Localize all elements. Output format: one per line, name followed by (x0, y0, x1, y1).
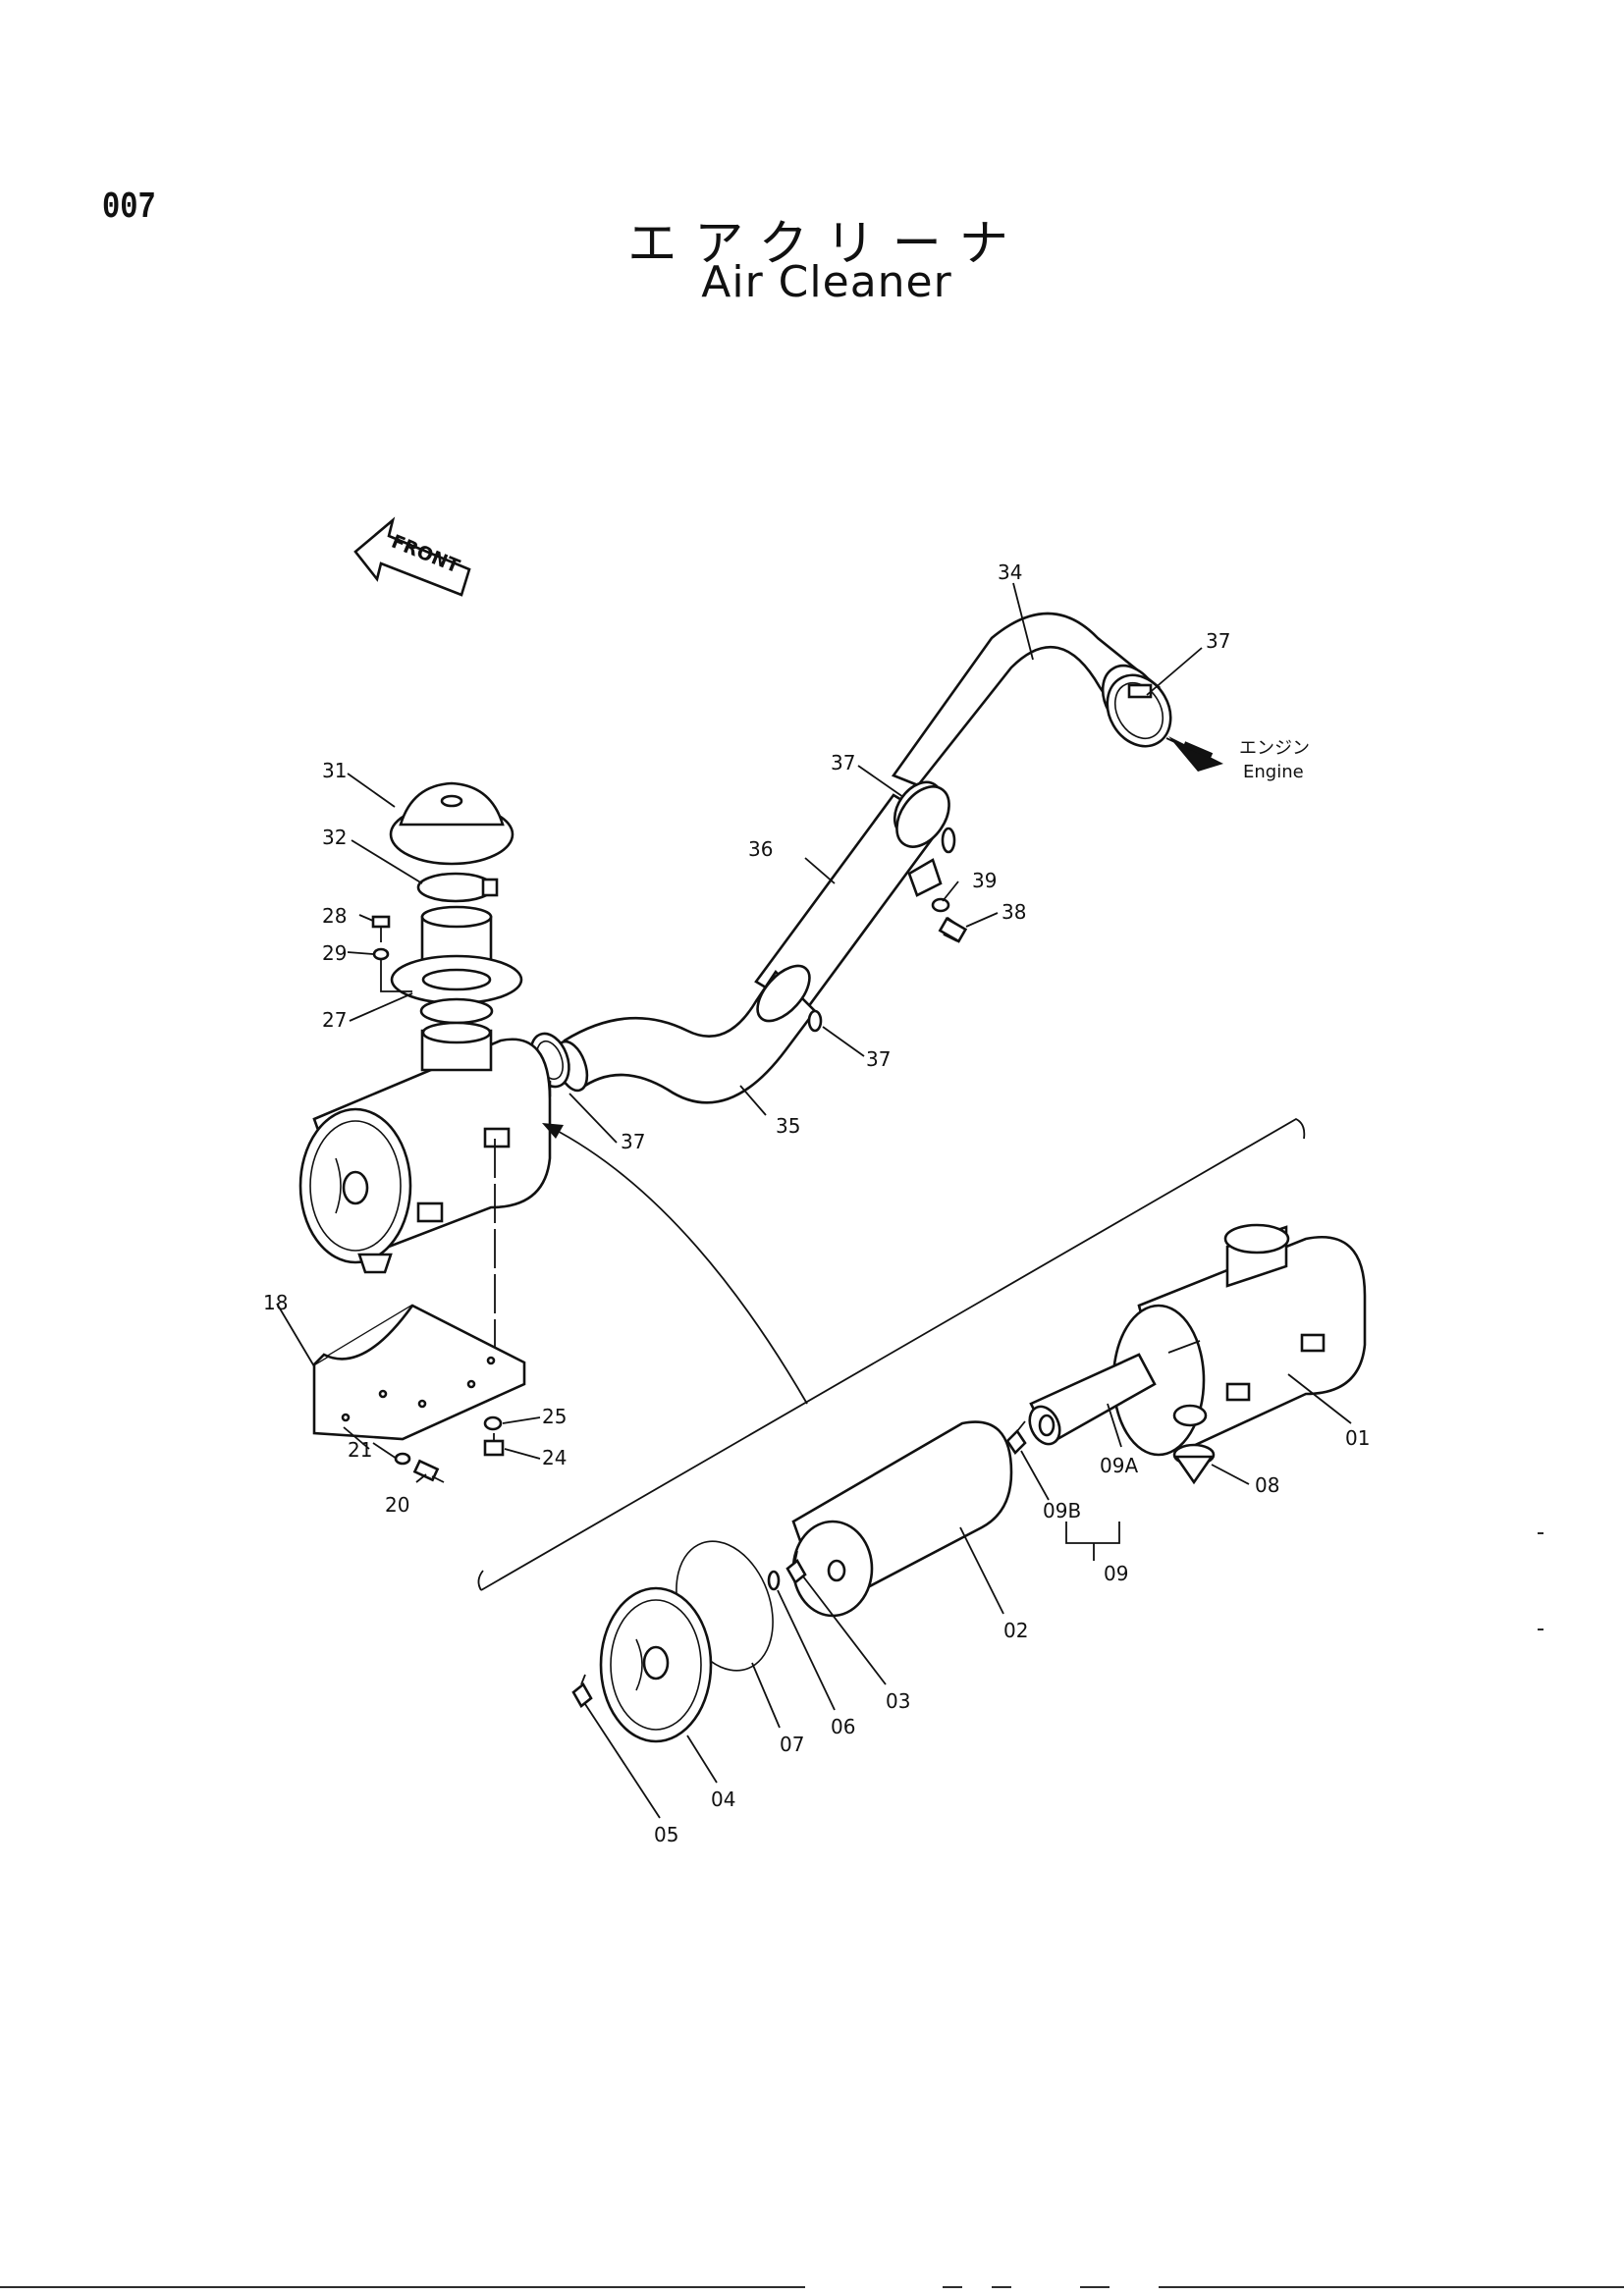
callout-03: 03 (886, 1689, 910, 1713)
washer-39 (931, 897, 950, 913)
washer-21 (394, 1452, 411, 1466)
clamp-37-middle (756, 964, 823, 1033)
callout-21: 21 (348, 1438, 372, 1462)
callout-06: 06 (831, 1715, 855, 1738)
callout-34: 34 (998, 561, 1022, 584)
callout-38: 38 (1001, 900, 1026, 924)
engine-label-english: Engine (1243, 762, 1304, 782)
clamp-37-upper (895, 785, 956, 854)
air-cleaner-assembled (298, 1021, 552, 1274)
callout-09A: 09A (1100, 1454, 1138, 1477)
bolt-38 (938, 916, 968, 943)
callout-37-middle: 37 (866, 1047, 891, 1071)
callout-05: 05 (654, 1823, 678, 1846)
callout-20: 20 (385, 1493, 409, 1517)
leader-lines (276, 582, 1352, 1819)
safety-element-09A (1028, 1353, 1157, 1446)
front-arrow: FRONT (353, 516, 471, 597)
callout-04: 04 (711, 1788, 735, 1811)
wing-nut-03 (785, 1550, 807, 1584)
wing-nut-09B (1005, 1420, 1027, 1456)
callout-37-engine: 37 (1206, 629, 1230, 653)
callout-32: 32 (322, 826, 347, 849)
title-japanese: エアクリーナ (627, 215, 1026, 272)
callout-18: 18 (263, 1291, 288, 1314)
page-number: 007 (102, 187, 156, 229)
housing-01 (1111, 1223, 1367, 1457)
clamp-32 (416, 872, 499, 903)
engine-label-japanese: エンジン (1239, 738, 1310, 759)
evacuator-valve-08 (1172, 1443, 1216, 1485)
seal-06 (767, 1570, 781, 1591)
callout-37-lower: 37 (621, 1130, 645, 1153)
callout-01: 01 (1345, 1426, 1370, 1450)
bolt-28 (371, 915, 391, 942)
callout-39: 39 (972, 869, 997, 892)
filter-element-02 (791, 1420, 1013, 1618)
washer-29 (372, 947, 390, 961)
callout-31: 31 (322, 759, 347, 782)
callout-24: 24 (542, 1446, 567, 1469)
callout-27: 27 (322, 1008, 347, 1032)
wing-nut-05 (571, 1674, 593, 1708)
callout-28: 28 (322, 904, 347, 928)
callout-25: 25 (542, 1405, 567, 1428)
engine-arrow: エンジン Engine (1165, 736, 1310, 782)
nut-24 (483, 1433, 505, 1457)
callout-36: 36 (748, 837, 773, 861)
callout-09: 09 (1104, 1562, 1128, 1585)
bracket-18 (312, 1304, 526, 1441)
callout-37-upper: 37 (831, 751, 855, 774)
title-english: Air Cleaner (701, 257, 952, 307)
callout-02: 02 (1003, 1619, 1028, 1642)
rain-cap-31 (389, 781, 514, 866)
cover-04 (599, 1586, 713, 1743)
clamp-ring-27 (419, 997, 494, 1025)
washer-25 (483, 1415, 503, 1431)
callout-29: 29 (322, 941, 347, 965)
callout-labels: 34 37 37 37 37 31 32 28 29 27 36 39 38 3… (263, 561, 1370, 1846)
page-edge-lines (0, 1532, 1624, 2288)
callout-07: 07 (780, 1733, 804, 1756)
intake-pipe-27 (390, 905, 523, 1005)
callout-09B: 09B (1043, 1499, 1081, 1522)
callout-08: 08 (1255, 1473, 1279, 1497)
callout-35: 35 (776, 1114, 800, 1138)
